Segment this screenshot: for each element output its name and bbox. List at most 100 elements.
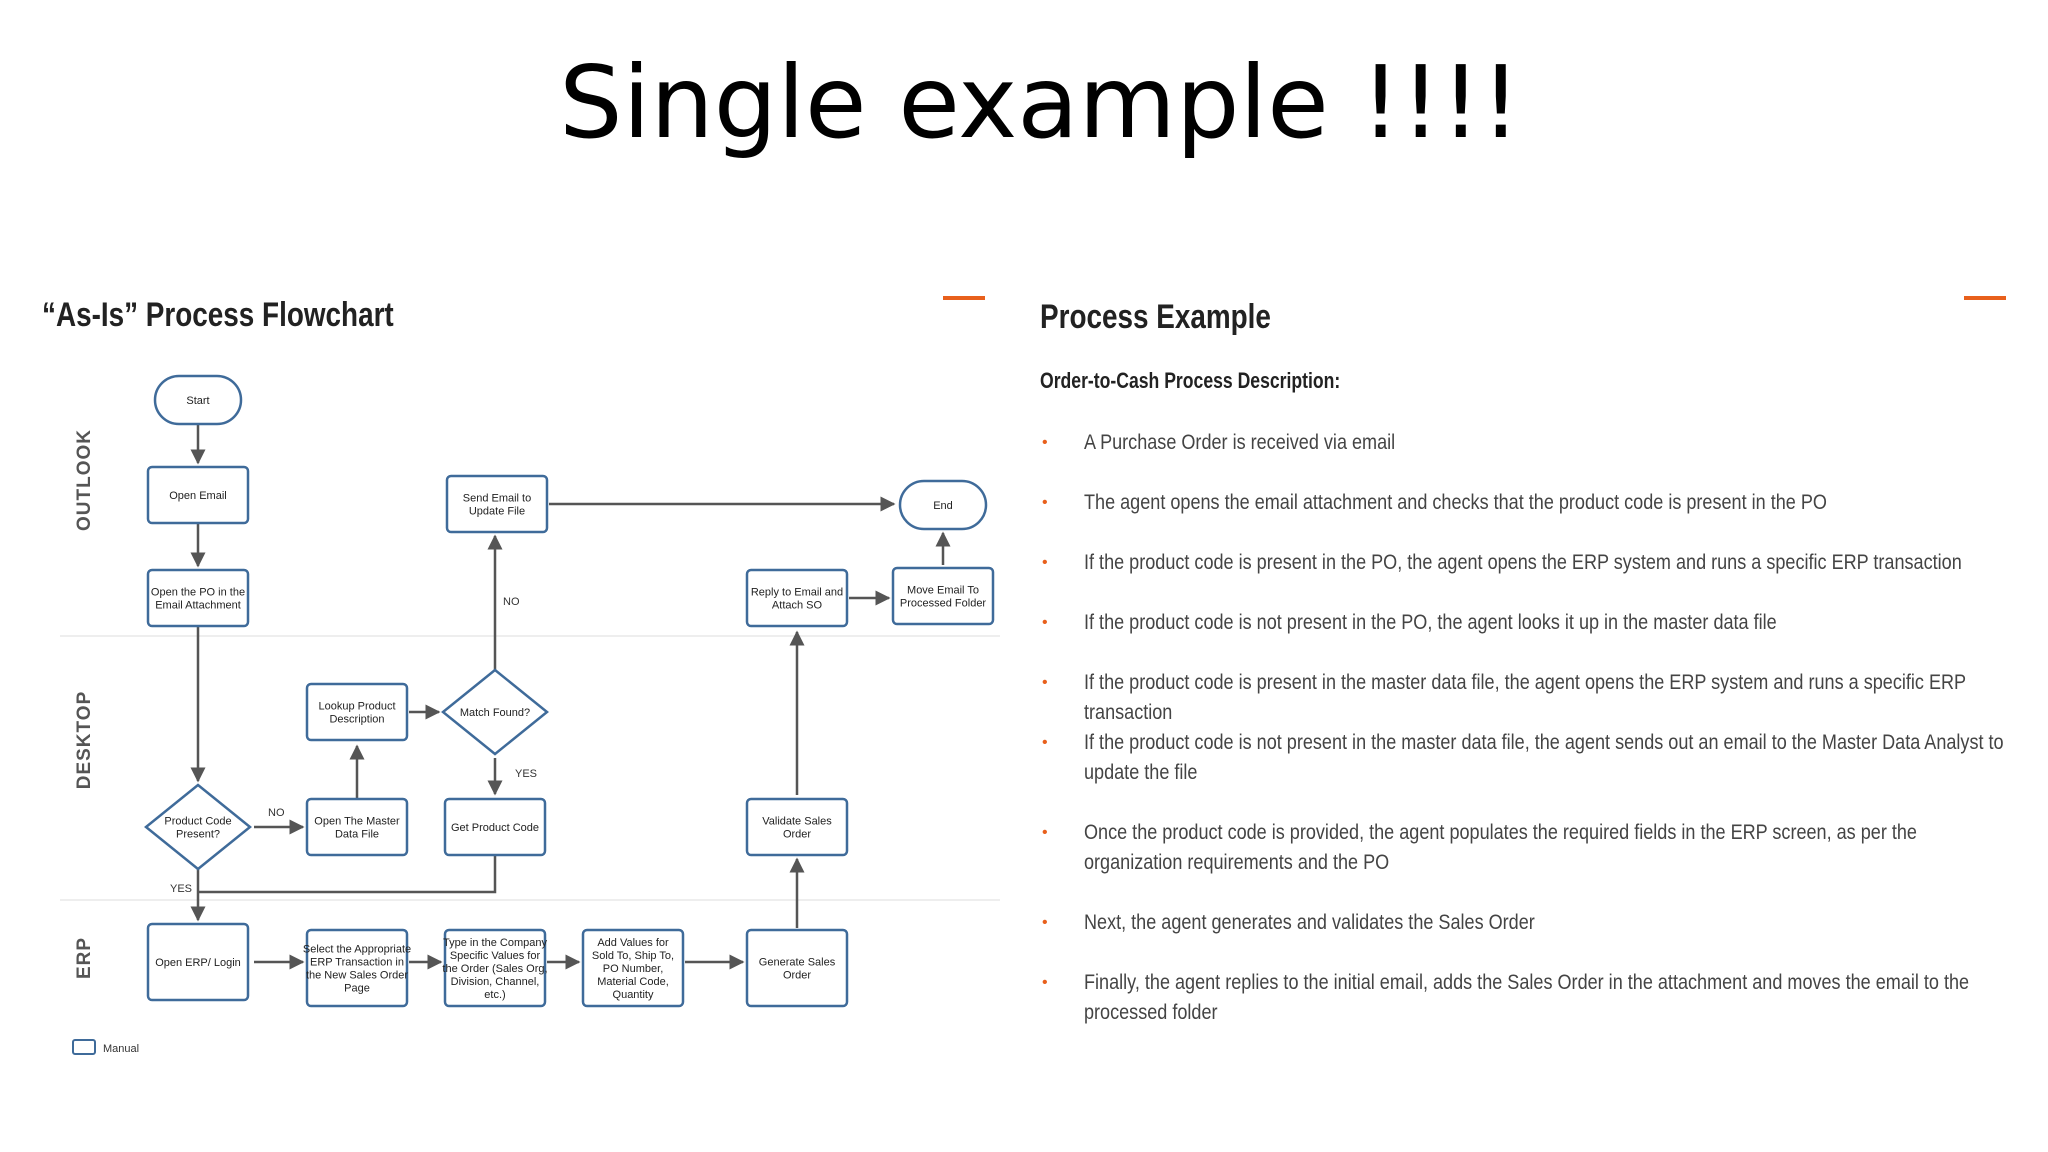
node-label: Reply to Email and — [751, 587, 843, 599]
node-label: Lookup Product — [318, 701, 395, 713]
node-label: PO Number, — [603, 963, 664, 975]
process-bullet: • If the product code is present in the m… — [1040, 668, 2044, 728]
edge-label-no2: NO — [503, 596, 520, 608]
node-label: Open Email — [169, 490, 226, 502]
node-get-code: Get Product Code — [443, 797, 547, 857]
bullet-icon: • — [1042, 824, 1048, 841]
node-label: Get Product Code — [451, 822, 539, 834]
node-label: Sold To, Ship To, — [592, 950, 674, 962]
node-label: etc.) — [484, 989, 505, 1001]
node-label: Processed Folder — [900, 598, 987, 610]
node-label: Open the PO in the — [151, 587, 245, 599]
bullet-text: If the product code is present in the ma… — [1084, 671, 1966, 724]
process-bullet: • Next, the agent generates and validates… — [1040, 908, 2044, 938]
node-label: Select the Appropriate — [303, 944, 411, 956]
accent-bar-left — [943, 296, 985, 300]
node-label: Add Values for — [597, 937, 669, 949]
node-label: Data File — [335, 829, 379, 841]
flowchart-heading: “As-Is” Process Flowchart — [42, 296, 394, 334]
edge-label-yes2: YES — [170, 883, 192, 895]
node-label: the Order (Sales Org, — [442, 963, 547, 975]
bullet-icon: • — [1042, 734, 1048, 751]
accent-bar-right — [1964, 296, 2006, 300]
bullet-text: Finally, the agent replies to the initia… — [1084, 971, 1970, 1024]
process-bullet: • A Purchase Order is received via email — [1040, 428, 2044, 458]
node-label: Page — [344, 983, 370, 995]
node-label: Email Attachment — [155, 600, 241, 612]
bullet-icon: • — [1042, 494, 1048, 511]
node-end: End — [898, 479, 988, 531]
bullet-icon: • — [1042, 914, 1048, 931]
node-label: Description — [329, 714, 384, 726]
node-open-erp: Open ERP/ Login — [146, 922, 250, 1002]
node-label: Specific Values for — [450, 950, 541, 962]
node-label: Type in the Company — [443, 937, 547, 949]
lane-label-erp: ERP — [74, 937, 95, 979]
edge-label-no1: NO — [268, 807, 285, 819]
legend-manual-swatch — [72, 1039, 96, 1055]
node-label: End — [933, 500, 953, 512]
node-label: Open The Master — [314, 816, 400, 828]
slide-title: Single example !!!! — [559, 44, 1521, 161]
process-description-subtitle: Order-to-Cash Process Description: — [1040, 368, 1341, 393]
bullet-text: If the product code is not present in th… — [1084, 731, 2004, 784]
bullet-text: The agent opens the email attachment and… — [1084, 491, 1827, 514]
flow-connector — [198, 855, 497, 894]
node-label: Match Found? — [460, 707, 530, 719]
edge-label-yes1: YES — [515, 768, 537, 780]
node-label: Validate Sales — [762, 816, 832, 828]
process-bullet: • If the product code is not present in t… — [1040, 608, 2044, 638]
node-label: Attach SO — [772, 600, 823, 612]
node-label: Send Email to — [463, 493, 531, 505]
node-label: ERP Transaction in — [310, 957, 404, 969]
process-bullet: • If the product code is not present in t… — [1040, 728, 2044, 788]
node-label: the New Sales Order — [306, 970, 408, 982]
bullet-icon: • — [1042, 554, 1048, 571]
node-label: Update File — [469, 506, 525, 518]
process-bullet: • Finally, the agent replies to the initi… — [1040, 968, 2044, 1028]
node-label: Product Code — [164, 816, 231, 828]
node-label: Generate Sales — [759, 957, 836, 969]
bullet-icon: • — [1042, 974, 1048, 991]
node-label: Start — [186, 395, 209, 407]
node-label: Material Code, — [597, 976, 669, 988]
legend-manual-label: Manual — [103, 1043, 139, 1055]
bullet-text: If the product code is not present in th… — [1084, 611, 1777, 634]
node-label: Open ERP/ Login — [155, 957, 241, 969]
node-label: Order — [783, 970, 811, 982]
process-bullet: • If the product code is present in the P… — [1040, 548, 2044, 578]
bullet-text: Next, the agent generates and validates … — [1084, 911, 1535, 934]
bullet-icon: • — [1042, 674, 1048, 691]
node-match-found: Match Found? — [441, 668, 549, 756]
bullet-text: A Purchase Order is received via email — [1084, 431, 1396, 454]
process-bullet: • The agent opens the email attachment an… — [1040, 488, 2044, 518]
bullet-text: Once the product code is provided, the a… — [1084, 821, 1917, 874]
bullet-icon: • — [1042, 614, 1048, 631]
process-example-heading: Process Example — [1040, 298, 1271, 336]
lane-label-desktop: DESKTOP — [74, 691, 95, 790]
node-label: Present? — [176, 829, 220, 841]
node-open-email: Open Email — [146, 465, 250, 525]
node-start: Start — [153, 374, 243, 426]
bullet-text: If the product code is present in the PO… — [1084, 551, 1962, 574]
node-label: Division, Channel, — [451, 976, 540, 988]
lane-label-outlook: OUTLOOK — [74, 429, 95, 531]
bullet-icon: • — [1042, 434, 1048, 451]
node-label: Move Email To — [907, 585, 979, 597]
node-label: Order — [783, 829, 811, 841]
node-label: Quantity — [613, 989, 654, 1001]
process-bullet: • Once the product code is provided, the … — [1040, 818, 2044, 878]
